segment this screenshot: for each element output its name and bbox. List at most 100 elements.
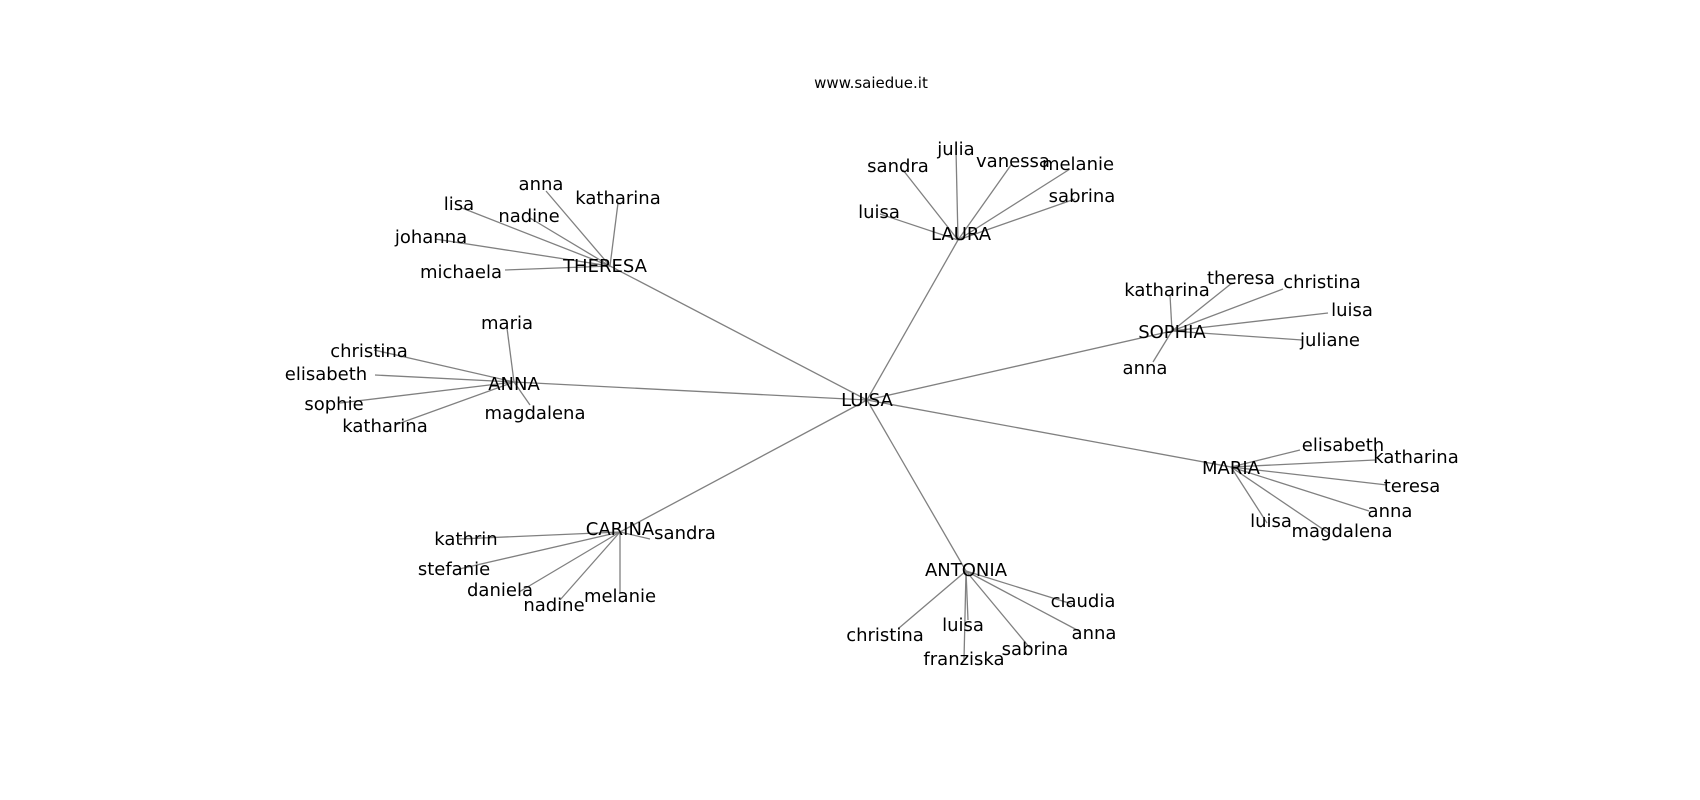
edge-theresa-johanna: [434, 238, 611, 267]
hub-node-label-maria: MARIA: [1202, 458, 1261, 479]
leaf-node-label-theresa-anna: anna: [519, 174, 564, 195]
edge-anna-christina: [373, 349, 515, 383]
edge-maria-luisa: [1230, 466, 1268, 524]
edge-antonia-anna: [965, 570, 1080, 632]
leaf-node-label-sophia-katharina: katharina: [1124, 280, 1209, 301]
edge-theresa-nadine: [529, 217, 611, 267]
leaf-node-label-antonia-franziska: franziska: [923, 649, 1004, 670]
leaf-node-label-anna-christina: christina: [330, 341, 408, 362]
edge-theresa-michaela: [504, 265, 611, 271]
edge-carina-daniela: [518, 531, 621, 593]
edge-anna-sophie: [339, 381, 515, 404]
edge-anna-elisabeth: [374, 374, 515, 383]
edge-center-sophia: [866, 330, 1173, 401]
leaf-node-label-carina-nadine: nadine: [523, 595, 584, 616]
edge-laura-sabrina: [957, 198, 1076, 241]
leaf-node-label-theresa-katharina: katharina: [575, 188, 660, 209]
edge-laura-luisa: [879, 213, 959, 241]
hub-node-label-sophia: SOPHIA: [1138, 322, 1206, 343]
leaf-node-label-maria-magdalena: magdalena: [1292, 521, 1393, 542]
site-label: www.saiedue.it: [814, 74, 928, 92]
leaf-node-label-anna-sophie: sophie: [304, 394, 363, 415]
edge-maria-katharina: [1230, 459, 1376, 468]
edge-carina-kathrin: [458, 531, 621, 540]
edge-center-maria: [866, 399, 1232, 468]
leaf-node-label-maria-elisabeth: elisabeth: [1302, 435, 1384, 456]
edge-sophia-christina: [1171, 288, 1284, 332]
hub-node-label-antonia: ANTONIA: [925, 560, 1008, 581]
edge-laura-melanie: [957, 168, 1071, 241]
edge-layer: [339, 149, 1388, 661]
edge-antonia-christina: [898, 570, 967, 629]
hub-node-label-anna: ANNA: [488, 374, 540, 395]
leaf-node-label-sophia-juliane: juliane: [1299, 330, 1360, 351]
edge-theresa-anna: [545, 190, 611, 267]
leaf-node-label-anna-maria: maria: [481, 313, 533, 334]
edge-anna-maria: [506, 327, 515, 383]
edge-maria-anna: [1230, 466, 1370, 512]
leaf-node-label-anna-magdalena: magdalena: [485, 403, 586, 424]
leaf-node-label-anna-katharina: katharina: [342, 416, 427, 437]
edge-maria-elisabeth: [1230, 449, 1301, 468]
leaf-node-label-anna-elisabeth: elisabeth: [285, 364, 367, 385]
edge-laura-sandra: [902, 169, 959, 241]
edge-center-antonia: [866, 399, 967, 572]
edge-sophia-juliane: [1171, 330, 1303, 341]
edge-sophia-anna: [1152, 330, 1173, 363]
label-layer: LUISA THERESA anna katharina lisa nadine johan…: [285, 139, 1459, 670]
hub-node-label-theresa: THERESA: [562, 256, 648, 277]
edge-carina-nadine: [559, 531, 621, 601]
leaf-node-label-carina-kathrin: kathrin: [434, 529, 497, 550]
edge-maria-teresa: [1230, 466, 1388, 486]
edge-laura-julia: [955, 149, 959, 241]
edge-center-carina: [619, 399, 868, 533]
leaf-node-label-carina-stefanie: stefanie: [418, 559, 490, 580]
leaf-node-label-antonia-christina: christina: [846, 625, 924, 646]
leaf-node-label-carina-melanie: melanie: [584, 586, 656, 607]
leaf-node-label-laura-melanie: melanie: [1042, 154, 1114, 175]
hub-node-label-laura: LAURA: [931, 224, 992, 245]
edge-carina-stefanie: [454, 531, 621, 571]
leaf-node-label-laura-vanessa: vanessa: [976, 151, 1050, 172]
leaf-node-label-sophia-christina: christina: [1283, 272, 1361, 293]
edge-anna-magdalena: [513, 381, 531, 406]
edge-maria-magdalena: [1230, 466, 1331, 535]
leaf-node-label-laura-sabrina: sabrina: [1049, 186, 1116, 207]
leaf-node-label-carina-sandra: sandra: [654, 523, 716, 544]
edge-laura-vanessa: [957, 164, 1012, 241]
leaf-node-label-sophia-luisa: luisa: [1331, 300, 1373, 321]
edge-center-theresa: [609, 265, 868, 401]
edge-theresa-katharina: [609, 202, 619, 267]
leaf-node-label-sophia-theresa: theresa: [1207, 268, 1275, 289]
leaf-node-label-theresa-johanna: johanna: [394, 227, 467, 248]
leaf-node-label-sophia-anna: anna: [1123, 358, 1168, 379]
edge-carina-sandra: [619, 531, 651, 540]
center-node-label: LUISA: [841, 390, 893, 411]
edge-anna-katharina: [394, 381, 515, 426]
edge-antonia-sabrina: [965, 570, 1031, 649]
leaf-node-label-maria-anna: anna: [1368, 501, 1413, 522]
leaf-node-label-theresa-michaela: michaela: [420, 262, 502, 283]
leaf-node-label-antonia-sabrina: sabrina: [1002, 639, 1069, 660]
edge-sophia-katharina: [1169, 294, 1173, 332]
hub-node-label-carina: CARINA: [586, 519, 655, 540]
edge-sophia-theresa: [1171, 282, 1233, 332]
edge-antonia-franziska: [963, 570, 967, 661]
edge-center-laura: [866, 239, 959, 401]
leaf-node-label-antonia-anna: anna: [1072, 623, 1117, 644]
leaf-node-label-theresa-nadine: nadine: [498, 206, 559, 227]
leaf-node-label-maria-luisa: luisa: [1250, 511, 1292, 532]
leaf-node-label-laura-luisa: luisa: [858, 202, 900, 223]
leaf-node-label-laura-sandra: sandra: [867, 156, 929, 177]
edge-center-anna: [513, 381, 868, 401]
edge-sophia-luisa: [1171, 312, 1329, 332]
leaf-node-label-carina-daniela: daniela: [467, 580, 533, 601]
leaf-node-label-laura-julia: julia: [936, 139, 974, 160]
leaf-node-label-maria-katharina: katharina: [1373, 447, 1458, 468]
edge-theresa-lisa: [461, 207, 611, 267]
edge-antonia-claudia: [965, 570, 1073, 605]
leaf-node-label-theresa-lisa: lisa: [444, 194, 474, 215]
leaf-node-label-antonia-luisa: luisa: [942, 615, 984, 636]
leaf-node-label-maria-teresa: teresa: [1384, 476, 1441, 497]
